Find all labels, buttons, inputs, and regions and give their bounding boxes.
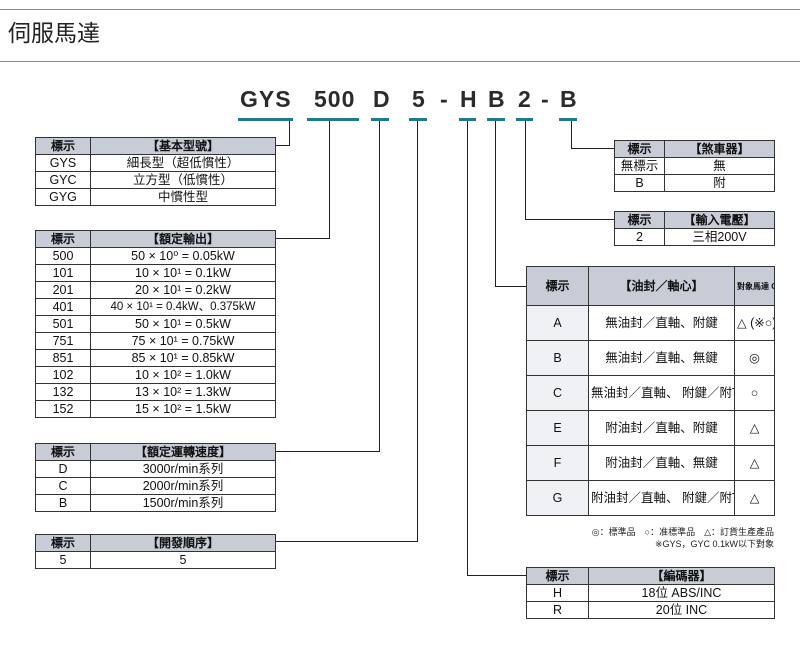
dev-header-code: 標示 (35, 534, 91, 552)
model-part-series: GYS (240, 86, 292, 112)
model-part-brake: B (560, 86, 578, 112)
output-header-desc: 【額定輸出】 (90, 230, 276, 248)
underline-dev (409, 118, 427, 121)
base-header-desc: 【基本型號】 (90, 137, 276, 155)
underline-speed (371, 118, 389, 121)
table-row: 無標示無 (614, 157, 775, 175)
connector-speed (379, 121, 380, 451)
underline-encoder (459, 118, 476, 121)
seal-note-legend: ◎：標準品 ○：准標準品 △：訂貨生產產品 (591, 527, 774, 537)
model-part-dev: 5 (412, 86, 426, 112)
underline-seal (487, 118, 505, 121)
page-title: 伺服馬達 (8, 21, 100, 47)
speed-header-code: 標示 (35, 443, 91, 461)
connector-encoder (467, 121, 468, 575)
brake-header-code: 標示 (614, 140, 665, 158)
brake-header-desc: 【煞車器】 (664, 140, 775, 158)
connector-base (289, 121, 290, 145)
model-part-output: 500 (314, 86, 356, 112)
connector-voltage (525, 121, 526, 219)
seal-header-target: 對象馬達 GYS, GYC, GYG (734, 266, 775, 306)
connector-seal (495, 121, 496, 286)
underline-series (238, 118, 293, 121)
model-part-encoder: H (460, 86, 478, 112)
underline-voltage (516, 118, 533, 121)
underline-output (307, 118, 359, 121)
output-header-code: 標示 (35, 230, 91, 248)
model-part-dash1: - (440, 86, 449, 112)
model-part-speed: D (373, 86, 391, 112)
encoder-header-desc: 【編碼器】 (588, 567, 775, 585)
voltage-header-desc: 【輸入電壓】 (664, 211, 775, 229)
connector-output (329, 121, 330, 238)
seal-shaft-table: 標示 【油封／軸心】 對象馬達 GYS, GYC, GYG A無油封／直軸、附鍵… (526, 266, 775, 516)
base-header-code: 標示 (35, 137, 91, 155)
connector-dev (417, 121, 418, 542)
title-divider (0, 61, 800, 62)
top-divider (0, 9, 800, 10)
underline-brake (559, 118, 577, 121)
seal-header-code: 標示 (526, 266, 589, 306)
model-part-dash2: - (541, 86, 550, 112)
encoder-header-code: 標示 (526, 567, 589, 585)
model-part-seal: B (488, 86, 506, 112)
connector-brake (571, 121, 572, 148)
seal-header-desc: 【油封／軸心】 (588, 266, 735, 306)
voltage-header-code: 標示 (614, 211, 665, 229)
seal-note-footnote: ※GYS，GYC 0.1kW以下對象 (654, 539, 774, 549)
dev-header-desc: 【開發順序】 (90, 534, 276, 552)
speed-header-desc: 【額定運轉速度】 (90, 443, 276, 461)
model-part-voltage: 2 (518, 86, 532, 112)
